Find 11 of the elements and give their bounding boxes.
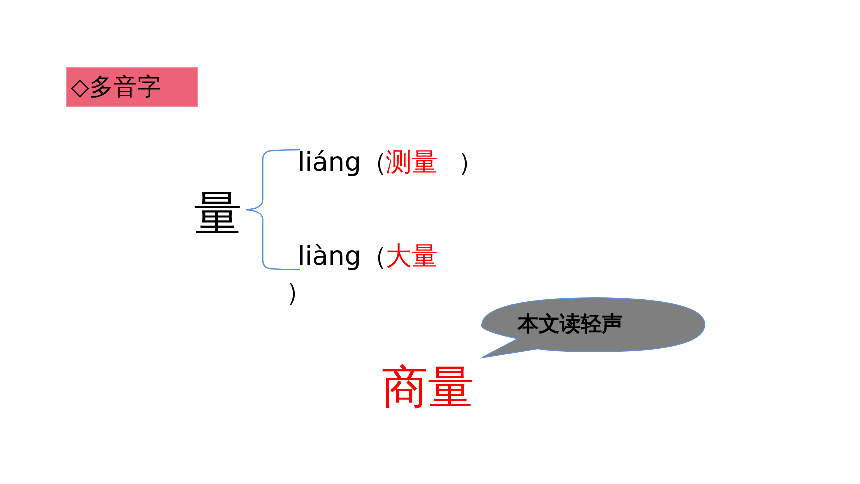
example-word: 大量 — [386, 244, 438, 270]
example-word: 测量 — [386, 150, 438, 176]
pinyin-text: liáng（ — [298, 150, 388, 176]
heading-text: ◇多音字 — [71, 75, 162, 99]
highlight-word: 商量 — [382, 364, 474, 410]
heading-tag — [66, 67, 198, 107]
bracket-text: ） — [286, 280, 312, 306]
bubble-text: 本文读轻声 — [518, 314, 623, 335]
character-text: 量 — [194, 190, 242, 238]
bracket-text: ） — [458, 150, 484, 176]
pinyin-text: liàng（ — [298, 244, 388, 270]
